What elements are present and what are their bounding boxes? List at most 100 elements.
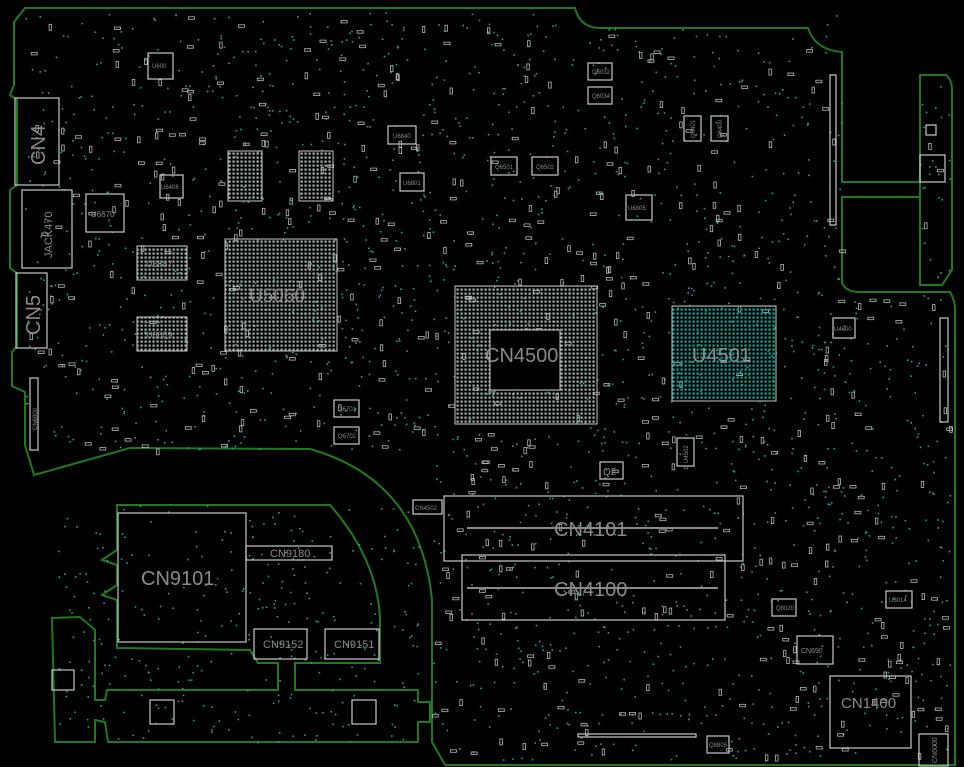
connector-CN690[interactable]: CN690 xyxy=(796,635,834,665)
chip-lower-a[interactable] xyxy=(149,699,175,725)
connector-CN4[interactable]: CN4 xyxy=(14,97,60,186)
bga-U6689[interactable] xyxy=(136,316,188,352)
pin-dot xyxy=(932,461,935,463)
chip-right-strip[interactable] xyxy=(919,154,946,183)
pin-dot xyxy=(770,600,773,602)
label-CN9151: CN9151 xyxy=(334,639,374,651)
pin-dot xyxy=(580,737,583,739)
chip-U4600[interactable]: U4600 xyxy=(832,317,856,339)
transistor-Q8020[interactable]: Q8020 xyxy=(771,598,797,617)
connector-CN1400[interactable]: CN1400 xyxy=(829,675,912,749)
pin-dot xyxy=(364,267,366,270)
pin-dot xyxy=(942,520,944,523)
bga-mem-b[interactable] xyxy=(298,150,334,202)
pin-dot xyxy=(690,287,693,290)
chip-U6805[interactable]: U6805 xyxy=(625,194,653,221)
pin-dot xyxy=(908,562,910,565)
chip-U6840[interactable]: U6840 xyxy=(387,125,417,145)
chip-U6801[interactable]: U6801 xyxy=(399,172,425,192)
connector-CN4502[interactable]: CN4502 xyxy=(412,499,443,515)
smd-pad xyxy=(945,725,949,733)
connector-strip-edge[interactable] xyxy=(939,317,949,423)
pin-dot xyxy=(108,664,111,667)
connector-CN9101[interactable]: CN9101 xyxy=(117,512,247,643)
pin-dot xyxy=(929,618,931,620)
pad-right-strip[interactable] xyxy=(925,124,937,136)
pin-dot xyxy=(223,46,226,49)
transistor-Q6400[interactable]: Q6400 xyxy=(710,115,729,142)
pin-dot xyxy=(488,23,491,26)
pin-dot xyxy=(343,158,346,160)
chip-U4502[interactable]: U4502 xyxy=(676,437,695,467)
transistor-Q6501[interactable]: Q6501 xyxy=(490,156,518,176)
chip-lower-b[interactable] xyxy=(351,699,377,725)
transistor-Q6702[interactable]: Q6702 xyxy=(333,426,360,445)
connector-CN9180[interactable]: CN9180 xyxy=(245,545,333,561)
connector-CN5[interactable]: CN5 xyxy=(15,272,48,349)
pin-dot xyxy=(806,124,809,126)
pin-dot xyxy=(647,532,649,534)
chip-lower-left[interactable] xyxy=(51,669,75,691)
smd-pad xyxy=(713,181,717,189)
pin-dot xyxy=(917,657,920,660)
pin-dot xyxy=(443,279,445,281)
transistor-Q6502[interactable]: Q6502 xyxy=(531,156,559,176)
pin-dot xyxy=(811,46,813,49)
pin-dot xyxy=(745,127,748,130)
bga-U4501[interactable] xyxy=(671,305,777,402)
bga-mem-a[interactable] xyxy=(227,150,263,202)
connector-CN4100[interactable]: CN4100 xyxy=(461,554,726,621)
chip-U6670[interactable]: U6670 xyxy=(85,193,125,233)
transistor-Q2[interactable]: Q2 xyxy=(599,461,624,480)
pin-dot xyxy=(598,192,601,194)
chip-U600[interactable]: U600 xyxy=(147,52,174,80)
connector-JACK470[interactable]: JACK470 xyxy=(21,189,73,269)
pin-dot xyxy=(53,431,56,433)
pin-dot xyxy=(221,96,224,99)
pin-dot xyxy=(616,34,619,37)
connector-CN6800[interactable]: CN6800 xyxy=(29,377,39,451)
pin-dot xyxy=(806,235,809,238)
transistor-Q6032[interactable]: Q6032 xyxy=(587,62,613,81)
pin-dot xyxy=(385,12,387,14)
pin-dot xyxy=(516,443,518,445)
transistor-Q6401[interactable]: Q6401 xyxy=(683,115,702,142)
pin-dot xyxy=(269,216,271,219)
pin-dot xyxy=(148,672,150,674)
pin-dot xyxy=(642,542,644,544)
pin-dot xyxy=(922,187,925,190)
smd-pad xyxy=(759,657,767,662)
connector-bottom[interactable] xyxy=(577,733,697,738)
smd-pad xyxy=(445,610,453,614)
bga-U5060[interactable] xyxy=(224,238,338,352)
transistor-Q6034[interactable]: Q6034 xyxy=(587,86,613,105)
smd-pad xyxy=(858,658,866,662)
connector-CN9151[interactable]: CN9151 xyxy=(324,628,380,660)
pin-dot xyxy=(478,71,480,74)
pin-dot xyxy=(948,269,951,272)
pin-dot xyxy=(927,539,930,542)
transistor-Q6701[interactable]: Q6701 xyxy=(333,399,360,418)
pin-dot xyxy=(683,605,685,607)
connector-CN9152[interactable]: CN9152 xyxy=(253,628,308,660)
pin-dot xyxy=(627,349,630,351)
pin-dot xyxy=(102,547,104,549)
transistor-Q8805[interactable]: Q8805 xyxy=(706,735,730,754)
smd-pad xyxy=(647,165,651,173)
connector-CN4101[interactable]: CN4101 xyxy=(443,495,744,562)
pin-dot xyxy=(789,271,792,273)
pin-dot xyxy=(292,568,294,570)
pin-dot xyxy=(370,250,372,253)
chip-U6014[interactable]: U6014 xyxy=(885,590,913,609)
pin-dot xyxy=(88,660,90,663)
smd-pad xyxy=(880,699,888,703)
connector-strip-right[interactable] xyxy=(829,74,837,226)
pin-dot xyxy=(436,434,439,436)
bga-U6687[interactable] xyxy=(136,245,188,281)
pin-dot xyxy=(670,758,673,761)
smd-pad xyxy=(156,128,163,133)
pin-dot xyxy=(221,625,223,627)
chip-U6408[interactable]: U6408 xyxy=(159,174,184,199)
pin-dot xyxy=(641,81,643,83)
connector-CN6000[interactable]: CN6000 xyxy=(918,733,949,767)
